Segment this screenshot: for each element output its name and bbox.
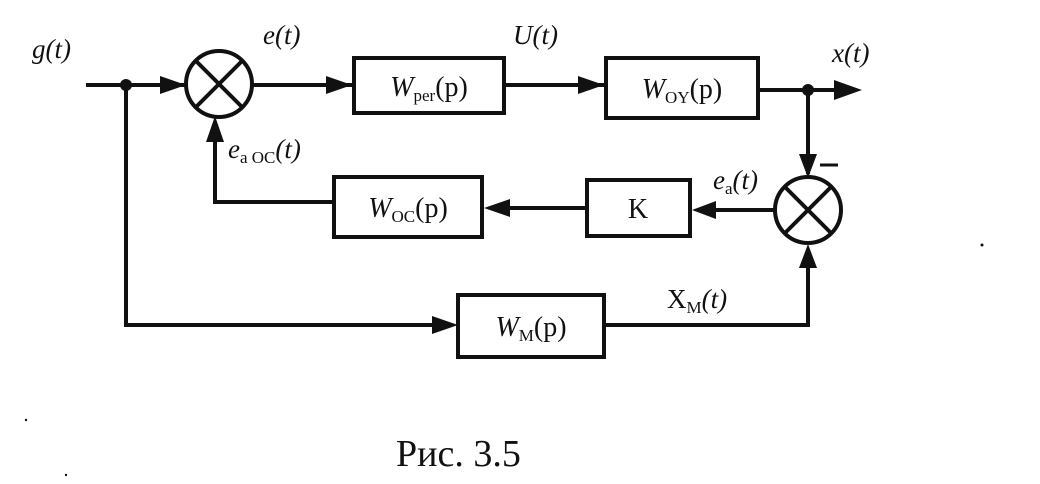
signal-label-ea: ea(t) xyxy=(713,165,758,198)
block-wreg-tail: (p) xyxy=(435,72,468,103)
signal-label-eaoc: ea OC(t) xyxy=(228,134,301,167)
scan-speck xyxy=(24,418,28,422)
signal-label-xm-tail: (t) xyxy=(702,284,727,314)
svg-text:WOY(p): WOY(p) xyxy=(642,74,723,107)
signal-label-x: x(t) xyxy=(831,38,869,68)
summing-junction-1 xyxy=(184,49,254,119)
block-wou-sub: OY xyxy=(665,88,690,107)
block-woc-sub: OC xyxy=(392,207,416,226)
signal-label-u: U(t) xyxy=(513,20,558,50)
block-wreg-sub: per xyxy=(413,86,435,105)
signal-lines xyxy=(86,83,842,327)
signal-label-e: e(t) xyxy=(263,20,300,50)
svg-text:Wper(p): Wper(p) xyxy=(390,72,468,105)
svg-text:WM(p): WM(p) xyxy=(495,312,566,345)
block-woc-main: W xyxy=(368,193,394,224)
branch-point-input xyxy=(120,79,132,91)
arrow-into-wm xyxy=(432,316,458,334)
signal-label-xm-sub: M xyxy=(687,298,702,317)
line-g-to-model xyxy=(124,83,440,327)
signal-label-g: g(t) xyxy=(32,34,71,64)
arrow-into-sum2-bottom xyxy=(799,244,817,268)
block-woc-tail: (p) xyxy=(415,193,448,224)
arrowheads xyxy=(160,76,862,334)
signal-label-eaoc-sub: a OC xyxy=(240,148,275,167)
signal-label-ea-sub: a xyxy=(725,179,733,198)
block-wou-tail: (p) xyxy=(690,74,723,105)
block-wreg-main: W xyxy=(390,72,416,103)
block-wou: WOY(p) xyxy=(604,56,760,120)
signal-label-xm: XM(t) xyxy=(667,284,727,317)
summing-junction-2 xyxy=(773,175,843,245)
block-wm-sub: M xyxy=(519,326,534,345)
arrow-into-sum2-top xyxy=(799,154,817,178)
branch-point-output xyxy=(802,84,814,96)
signal-label-xm-main: X xyxy=(667,284,687,314)
block-woc: WOC(p) xyxy=(332,175,484,239)
arrow-into-wreg xyxy=(326,76,352,94)
block-wm-main: W xyxy=(495,312,521,343)
block-k-label: K xyxy=(628,194,648,225)
block-k: K xyxy=(585,178,692,238)
scan-speck xyxy=(980,243,984,247)
arrow-into-woc xyxy=(484,199,510,217)
block-wm-tail: (p) xyxy=(534,312,567,343)
arrow-into-wou xyxy=(578,76,604,94)
figure-caption: Рис. 3.5 xyxy=(396,433,521,475)
block-wou-main: W xyxy=(642,74,668,105)
line-xm xyxy=(602,260,810,327)
signal-label-eaoc-main: e xyxy=(228,134,240,164)
block-wm: WM(p) xyxy=(456,293,606,359)
block-wreg: Wper(p) xyxy=(352,56,506,115)
arrow-output xyxy=(834,80,862,100)
line-eaoc xyxy=(213,130,334,204)
scan-speck xyxy=(64,473,68,477)
arrow-into-k xyxy=(692,201,716,219)
arrow-into-sum1-bottom xyxy=(206,116,224,142)
signal-label-ea-main: e xyxy=(713,165,725,195)
svg-text:WOC(p): WOC(p) xyxy=(368,193,448,226)
signal-label-ea-tail: (t) xyxy=(733,165,758,195)
signal-label-eaoc-tail: (t) xyxy=(275,134,300,164)
arrow-into-sum1 xyxy=(160,76,186,94)
